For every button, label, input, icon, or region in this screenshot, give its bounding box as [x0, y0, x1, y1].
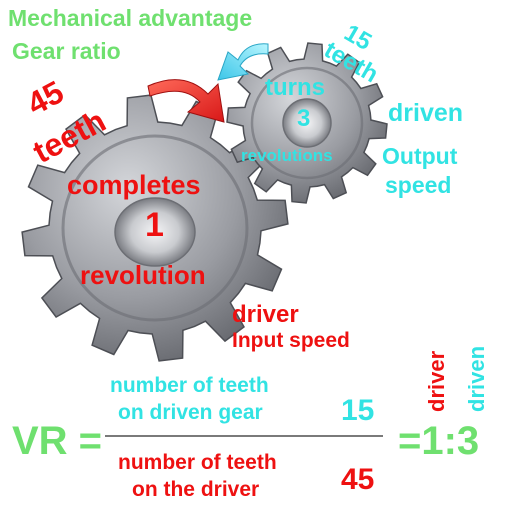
rotated-driver-label: driver	[424, 350, 449, 412]
cyan-curved-arrow-icon	[217, 43, 269, 81]
driver-unit-text: revolution	[80, 260, 206, 290]
driver-turns-value: 1	[145, 206, 164, 244]
driven-unit-text: revolutions	[241, 146, 333, 165]
output-speed-line1: Output	[382, 143, 458, 169]
denominator-value: 45	[341, 463, 375, 496]
numerator-text-line2: on driven gear	[118, 401, 263, 424]
header-gear-ratio: Gear ratio	[12, 38, 121, 64]
driver-role-label: driver	[232, 301, 299, 328]
numerator-text-line1: number of teeth	[110, 374, 269, 397]
driver-action-text: completes	[67, 170, 201, 200]
driven-gear-hub	[282, 98, 332, 148]
red-curved-arrow-icon	[147, 79, 225, 123]
formula-lhs: VR =	[12, 419, 103, 463]
formula-rhs: =1:3	[398, 419, 480, 463]
driver-gear-hub	[114, 197, 196, 267]
numerator-value: 15	[341, 394, 375, 427]
output-speed-line2: speed	[385, 172, 452, 198]
driven-role-label: driven	[388, 99, 464, 127]
rotated-driven-label: driven	[464, 345, 489, 412]
driven-gear-ring	[250, 66, 364, 180]
denominator-text-line2: on the driver	[132, 478, 260, 501]
driver-gear-ring	[61, 134, 249, 322]
denominator-text-line1: number of teeth	[118, 451, 277, 474]
driven-action-text: turns	[265, 74, 325, 101]
input-speed-label: Input speed	[232, 329, 350, 352]
header-mechanical-advantage: Mechanical advantage	[8, 5, 253, 31]
driven-turns-value: 3	[297, 105, 311, 132]
